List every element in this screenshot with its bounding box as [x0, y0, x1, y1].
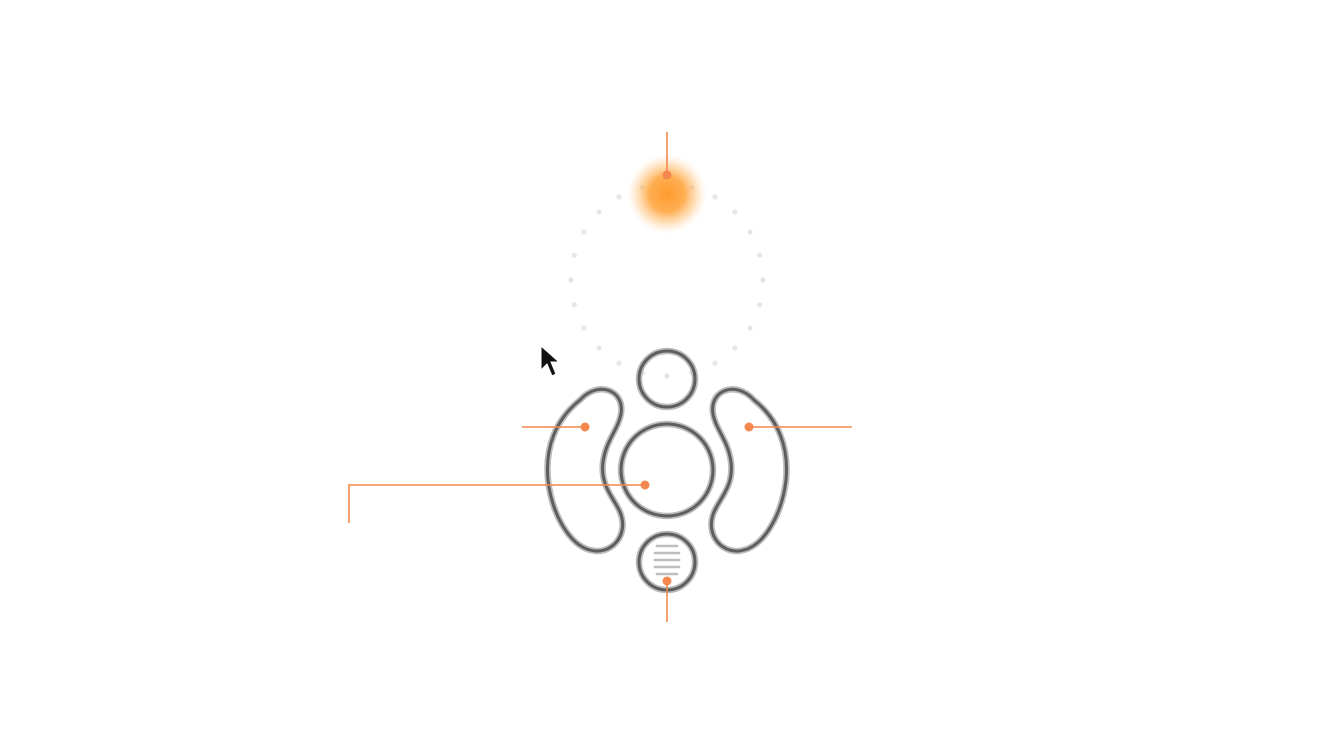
- track-dot: [747, 229, 753, 235]
- track-dot: [664, 373, 670, 379]
- track-dot: [757, 302, 763, 308]
- callout-mic-button: [662, 576, 672, 622]
- track-dot: [757, 252, 763, 258]
- track-dot: [596, 209, 602, 215]
- right-paddle[interactable]: [708, 386, 790, 555]
- track-dot: [596, 345, 602, 351]
- microphone-icon: [653, 544, 681, 576]
- track-dot: [581, 325, 587, 331]
- arrow-cursor-icon: [540, 344, 561, 377]
- track-dot: [616, 360, 622, 366]
- motion-track-dots: [568, 181, 766, 379]
- callout-indicator: [662, 132, 672, 180]
- track-dot: [732, 209, 738, 215]
- glow-indicator: [627, 154, 707, 234]
- top-button[interactable]: [635, 347, 699, 411]
- track-dot: [747, 325, 753, 331]
- track-dot: [571, 252, 577, 258]
- center-button[interactable]: [617, 420, 717, 520]
- callout-center-button: [348, 480, 650, 523]
- track-dot: [571, 302, 577, 308]
- track-dot: [712, 194, 718, 200]
- callout-right-paddle: [744, 422, 852, 432]
- left-paddle[interactable]: [544, 386, 626, 555]
- track-dot: [581, 229, 587, 235]
- track-dot: [760, 277, 766, 283]
- track-dot: [568, 277, 574, 283]
- track-dot: [616, 194, 622, 200]
- track-dot: [712, 360, 718, 366]
- track-dot: [732, 345, 738, 351]
- callout-left-paddle: [522, 422, 590, 432]
